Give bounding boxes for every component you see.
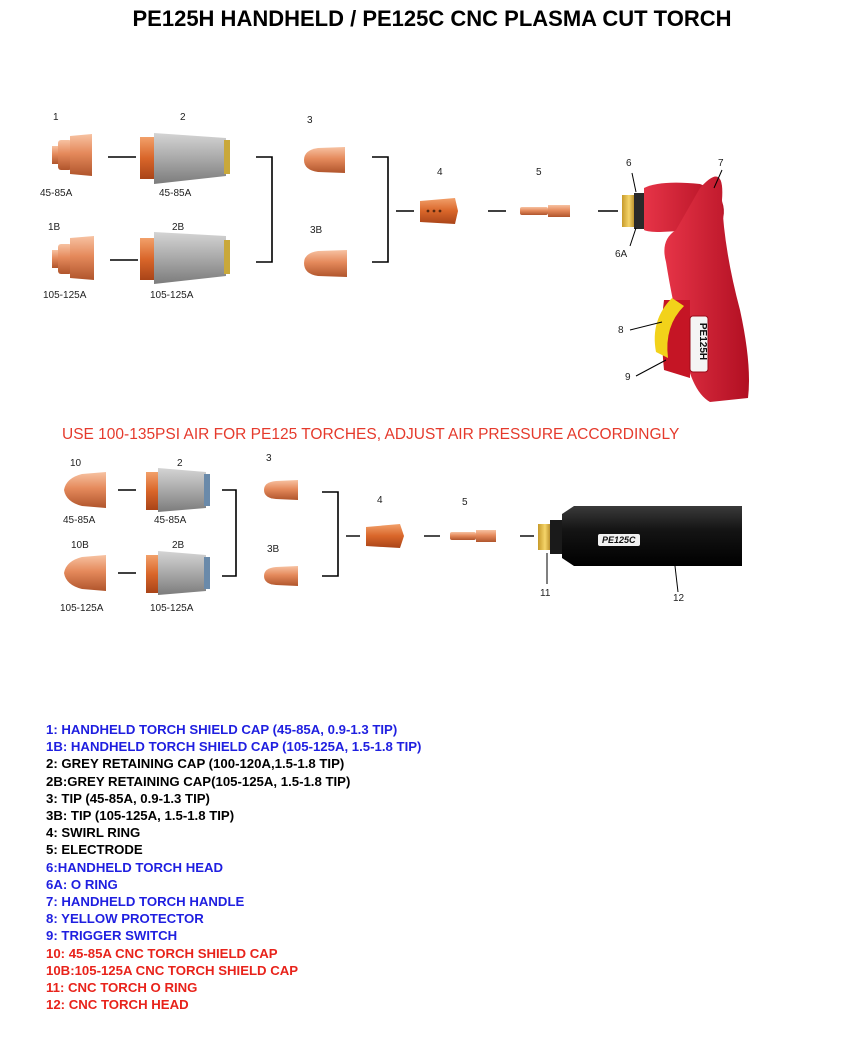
handheld-torch: [622, 176, 749, 402]
label-part-6: 6: [626, 158, 632, 169]
legend-item: 6A: O RING: [46, 876, 118, 892]
retaining-cap-2: [140, 133, 230, 184]
tip-3: [304, 147, 345, 173]
label-cnc-part-2b: 2B: [172, 540, 185, 551]
label-part-1b: 1B: [48, 222, 61, 233]
legend-item: 10B:105-125A CNC TORCH SHIELD CAP: [46, 962, 299, 978]
legend-item: 3B: TIP (105-125A, 1.5-1.8 TIP): [46, 808, 235, 824]
legend-item: 3: TIP (45-85A, 0.9-1.3 TIP): [46, 790, 210, 806]
label-cnc-part-4: 4: [377, 495, 383, 506]
label-amps-2: 45-85A: [159, 188, 192, 199]
label-part-7: 7: [718, 158, 724, 169]
label-part-8: 8: [618, 325, 624, 336]
legend-item: 9: TRIGGER SWITCH: [46, 928, 178, 944]
tip-3b: [304, 250, 347, 277]
legend-item: 1B: HANDHELD TORCH SHIELD CAP (105-125A,…: [46, 739, 422, 755]
label-cnc-amps-2b: 105-125A: [150, 603, 194, 614]
label-cnc-part-2: 2: [177, 458, 183, 469]
torch-marking-pe125h: PE125H: [697, 322, 709, 361]
shield-cap-1: [52, 134, 92, 176]
legend-item: 10: 45-85A CNC TORCH SHIELD CAP: [46, 945, 278, 961]
label-part-6a: 6A: [615, 249, 628, 260]
label-amps-1b: 105-125A: [43, 290, 87, 301]
swirl-ring-4: [420, 198, 458, 224]
legend-item: 2B:GREY RETAINING CAP(105-125A, 1.5-1.8 …: [46, 773, 351, 789]
label-part-4: 4: [437, 167, 443, 178]
legend-item: 12: CNC TORCH HEAD: [46, 997, 189, 1013]
parts-legend: 1: HANDHELD TORCH SHIELD CAP (45-85A, 0.…: [46, 721, 421, 1013]
label-part-1: 1: [53, 112, 59, 123]
air-pressure-notice: USE 100-135PSI AIR FOR PE125 TORCHES, AD…: [62, 426, 680, 443]
label-part-2b: 2B: [172, 222, 185, 233]
legend-item: 2: GREY RETAINING CAP (100-120A,1.5-1.8 …: [46, 756, 345, 772]
legend-item: 5: ELECTRODE: [46, 842, 143, 858]
legend-item: 7: HANDHELD TORCH HANDLE: [46, 894, 245, 910]
label-part-10b: 10B: [71, 540, 89, 551]
label-part-9: 9: [625, 372, 631, 383]
legend-item: 11: CNC TORCH O RING: [46, 980, 198, 996]
label-amps-10: 45-85A: [63, 515, 96, 526]
label-part-11: 11: [540, 588, 551, 599]
label-amps-10b: 105-125A: [60, 603, 104, 614]
label-part-10: 10: [70, 458, 82, 469]
shield-cap-1b: [52, 236, 94, 280]
label-amps-1: 45-85A: [40, 188, 73, 199]
label-cnc-amps-2: 45-85A: [154, 515, 187, 526]
label-part-3: 3: [307, 115, 313, 126]
legend-item: 1: HANDHELD TORCH SHIELD CAP (45-85A, 0.…: [46, 722, 398, 737]
legend-item: 8: YELLOW PROTECTOR: [46, 911, 204, 927]
label-part-12: 12: [673, 593, 685, 604]
label-cnc-part-3b: 3B: [267, 544, 280, 555]
label-part-3b: 3B: [310, 225, 323, 236]
label-cnc-part-5: 5: [462, 497, 468, 508]
legend-item: 6:HANDHELD TORCH HEAD: [46, 859, 224, 875]
torch-marking-pe125c: PE125C: [598, 534, 640, 546]
retaining-cap-2b: [140, 232, 230, 284]
legend-item: 4: SWIRL RING: [46, 825, 141, 841]
label-amps-2b: 105-125A: [150, 290, 194, 301]
electrode-5: [520, 205, 570, 217]
label-part-2: 2: [180, 112, 186, 123]
page-title: PE125H HANDHELD / PE125C CNC PLASMA CUT …: [132, 6, 732, 31]
label-cnc-part-3: 3: [266, 453, 272, 464]
label-part-5: 5: [536, 167, 542, 178]
